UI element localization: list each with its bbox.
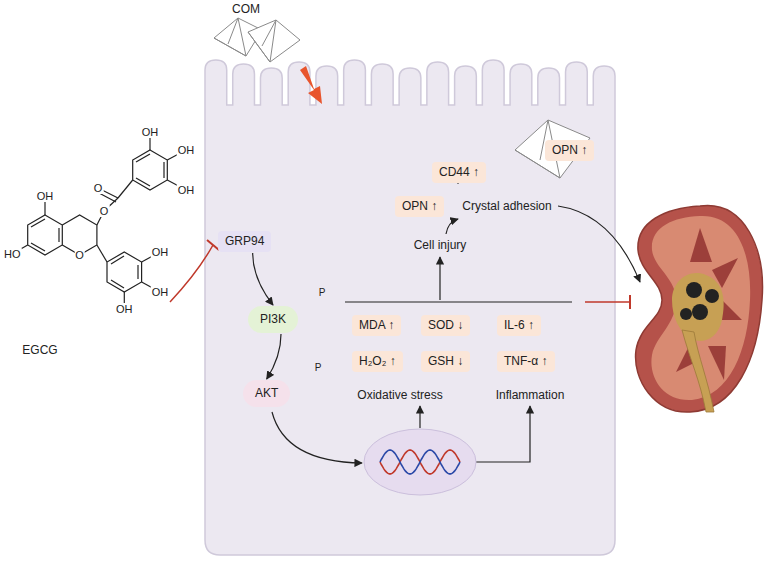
atom-label: O [93, 182, 104, 194]
atom-label: O [99, 205, 110, 217]
arrow [446, 219, 458, 234]
kidney [636, 206, 763, 413]
atom-label: OH [115, 303, 134, 315]
node-text: SOD ↓ [428, 318, 463, 332]
node-text: TNF-α ↑ [504, 354, 548, 368]
marker-box: CD44 ↑ [432, 162, 486, 183]
arrow [476, 406, 530, 462]
annotation: EGCG [22, 343, 57, 357]
atom-label: OH [151, 286, 170, 298]
entry-arrow [300, 66, 322, 104]
marker-box: H₂O₂ ↑ [352, 351, 403, 372]
annotation: Crystal adhesion [462, 199, 551, 213]
marker-box: GRP94 [218, 231, 271, 252]
annotation: P [315, 361, 322, 375]
atom-label: HO [3, 248, 22, 260]
node-text: OPN ↑ [552, 143, 587, 157]
marker-box: IL-6 ↑ [497, 315, 541, 336]
annotation: COM [232, 2, 260, 16]
arrow [272, 412, 362, 463]
pathway-pill: PI3K [248, 306, 298, 333]
node-text: GSH ↓ [428, 354, 463, 368]
marker-box: GSH ↓ [421, 351, 470, 372]
node-text: H₂O₂ ↑ [359, 354, 396, 368]
crystal-adhered [515, 120, 590, 178]
marker-box: OPN ↑ [545, 140, 594, 161]
pathway-pill: AKT [243, 380, 290, 407]
annotation: Inflammation [496, 388, 565, 402]
inhibition-line [170, 245, 213, 302]
annotation: P [319, 286, 326, 300]
annotation: Oxidative stress [357, 388, 442, 402]
tubular-cell [205, 60, 615, 555]
atom-label: O [74, 249, 85, 261]
atom-label: OH [151, 246, 170, 258]
com-crystals [214, 18, 300, 62]
node-text: AKT [255, 386, 278, 400]
divider-line [345, 301, 572, 302]
atom-label: OH [177, 184, 196, 196]
arrow [419, 406, 420, 428]
atom-label: OH [141, 126, 160, 138]
node-text: PI3K [260, 312, 286, 326]
node-text: IL-6 ↑ [504, 318, 534, 332]
inhibition-bar [629, 295, 631, 309]
egcg-structure [12, 132, 186, 309]
node-text: OPN ↑ [402, 199, 437, 213]
node-text: CD44 ↑ [439, 165, 479, 179]
marker-box: SOD ↓ [421, 315, 470, 336]
inhibition-line [585, 301, 630, 303]
node-text: MDA ↑ [359, 318, 394, 332]
arrow [558, 206, 640, 282]
node-text: GRP94 [225, 234, 264, 248]
arrow [439, 257, 440, 300]
atom-label: OH [36, 190, 55, 202]
atom-label: OH [177, 144, 196, 156]
annotation: Cell injury [414, 238, 467, 252]
nucleus [364, 429, 476, 495]
marker-box: MDA ↑ [352, 315, 401, 336]
marker-box: TNF-α ↑ [497, 351, 555, 372]
pathway-arrow [267, 334, 281, 379]
pathway-arrow [253, 253, 273, 305]
marker-box: OPN ↑ [395, 196, 444, 217]
